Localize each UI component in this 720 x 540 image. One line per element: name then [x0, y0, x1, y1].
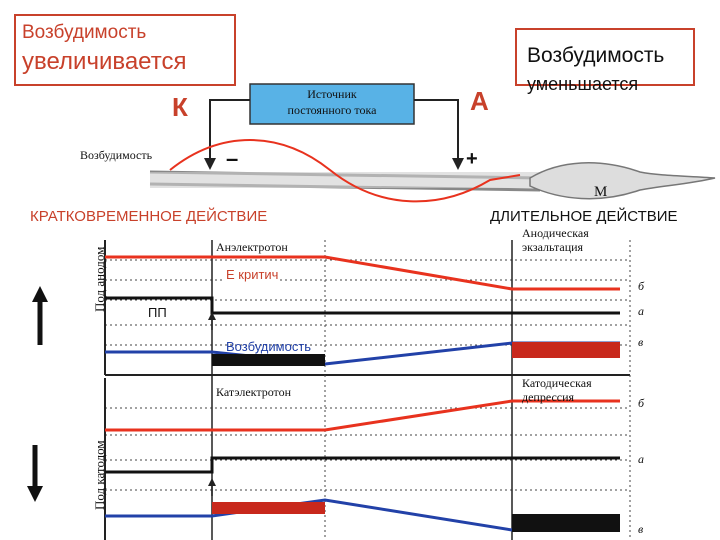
- ecrit-label: Е критич: [224, 267, 280, 282]
- cathode-trace-label-v: в: [638, 522, 643, 537]
- cathode-trace-label-a: а: [638, 452, 644, 467]
- muscle-shape: [530, 163, 715, 199]
- top-right-line2: уменьшается: [527, 74, 638, 95]
- wire-cathode-arrow: [204, 158, 216, 170]
- cathode-stimulus-arrowhead: [208, 478, 216, 486]
- nerve-label: Возбудимость: [80, 148, 152, 163]
- anelectroton-label: Анэлектротон: [216, 240, 288, 255]
- cathode-trace-b-threshold: [105, 401, 620, 430]
- cathode-excitability-block-long: [512, 514, 620, 532]
- top-left-line2: увеличивается: [22, 48, 186, 76]
- wire-anode-arrow: [452, 158, 464, 170]
- electrode-plus: +: [466, 148, 478, 171]
- anode-letter: А: [470, 86, 489, 117]
- muscle-label: М: [594, 184, 607, 201]
- cathode-side-label: Под катодом: [92, 440, 108, 510]
- cathode-trace-a-potential: [105, 458, 620, 472]
- cathodic-depression-line2: депрессия: [522, 390, 574, 405]
- anode-side-label: Под анодом: [92, 247, 108, 312]
- anode-excitability-label: Возбудимость: [226, 339, 311, 354]
- anode-excitability-block-short: [212, 354, 325, 366]
- section-long-title: ДЛИТЕЛЬНОЕ ДЕЙСТВИЕ: [490, 208, 678, 225]
- top-right-line1: Возбудимость: [527, 44, 664, 68]
- anode-trace-label-v: в: [638, 335, 643, 350]
- anode-trace-label-a: а: [638, 304, 644, 319]
- wire-anode: [414, 100, 458, 160]
- anode-trace-a-potential: [105, 298, 620, 313]
- section-short-title: КРАТКОВРЕМЕННОЕ ДЕЙСТВИЕ: [30, 208, 267, 225]
- anode-trace-b-threshold: [105, 257, 620, 289]
- resting-potential-label: ПП: [146, 305, 169, 320]
- anodic-exaltation-line1: Анодическая: [522, 226, 589, 241]
- cathode-trace-label-b: б: [638, 396, 644, 411]
- cathode-excitability-block-short: [212, 502, 325, 514]
- cathode-letter: К: [172, 92, 188, 123]
- source-line1: Источник: [250, 87, 414, 102]
- anode-up-arrow-head: [32, 286, 48, 302]
- source-line2: постоянного тока: [250, 103, 414, 118]
- katelectroton-label: Катэлектротон: [216, 385, 291, 400]
- anodic-exaltation-line2: экзальтация: [522, 240, 583, 255]
- anode-excitability-block-long: [512, 342, 620, 358]
- cathodic-depression-line1: Катодическая: [522, 376, 592, 391]
- anode-trace-label-b: б: [638, 279, 644, 294]
- top-left-line1: Возбудимость: [22, 22, 146, 44]
- cathode-down-arrow-head: [27, 486, 43, 502]
- electrode-minus: –: [226, 146, 238, 172]
